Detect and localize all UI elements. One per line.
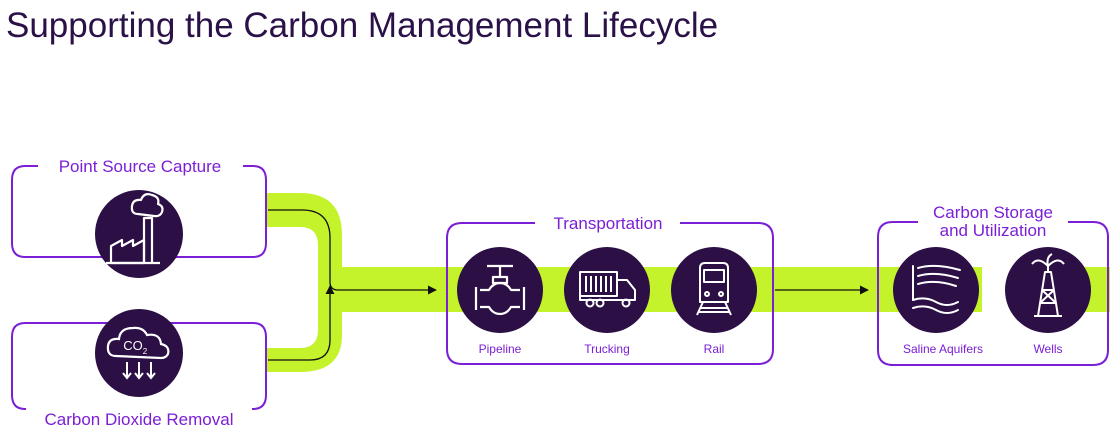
truck-icon: [564, 247, 650, 333]
transportation-label: Transportation: [554, 214, 663, 233]
storage-group: Carbon Storage and Utilization Saline Aq…: [877, 203, 1109, 366]
page-title: Supporting the Carbon Management Lifecyc…: [6, 6, 718, 45]
rail-item: Rail: [671, 247, 757, 356]
point-source-capture-group: Point Source Capture: [11, 157, 267, 278]
co2-text: CO: [123, 338, 143, 353]
co2-subscript: 2: [143, 347, 148, 356]
carbon-dioxide-removal-group: Carbon Dioxide Removal CO 2: [11, 309, 267, 429]
transportation-frame: [446, 222, 774, 365]
oil-well-icon: [1005, 247, 1091, 333]
storage-frame: [877, 221, 1109, 366]
saline-aquifers-item: Saline Aquifers: [893, 247, 983, 356]
pipeline-label: Pipeline: [479, 342, 522, 356]
transportation-group: Transportation Pipeline: [446, 214, 774, 365]
rail-label: Rail: [704, 342, 725, 356]
removal-label: Carbon Dioxide Removal: [45, 410, 234, 429]
trucking-label: Trucking: [584, 342, 630, 356]
flow-arrows: [268, 209, 869, 361]
co2-cloud-icon: CO 2: [95, 309, 183, 397]
wells-label: Wells: [1033, 342, 1062, 356]
arrow-bottom-merge: [268, 285, 335, 361]
train-icon: [671, 247, 757, 333]
storage-label-line1: Carbon Storage: [933, 203, 1053, 222]
point-source-label: Point Source Capture: [59, 157, 222, 176]
trucking-item: Trucking: [564, 247, 650, 356]
pipeline-item: Pipeline: [457, 247, 543, 356]
aquifer-icon: [893, 247, 979, 333]
factory-icon: [95, 190, 183, 278]
pipeline-valve-icon: [457, 247, 543, 333]
saline-aquifers-label: Saline Aquifers: [903, 342, 983, 356]
storage-label-line2: and Utilization: [940, 221, 1047, 240]
wells-item: Wells: [1005, 247, 1091, 356]
arrow-top-merge: [268, 209, 437, 295]
